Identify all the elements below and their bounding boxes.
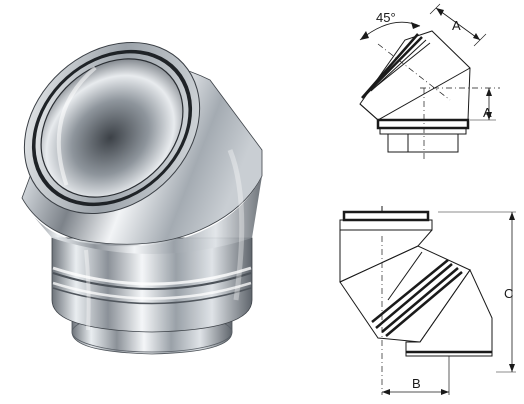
elbow-photo [21,41,263,355]
dimension-a-side-label: A [483,105,492,120]
top-technical-drawing [359,3,500,160]
dimension-c-label: C [504,286,513,301]
angle-label: 45° [376,10,396,25]
dimension-a-upper-label: A [452,18,461,33]
dimension-b-label: B [412,376,421,391]
bottom-technical-drawing [339,206,516,395]
